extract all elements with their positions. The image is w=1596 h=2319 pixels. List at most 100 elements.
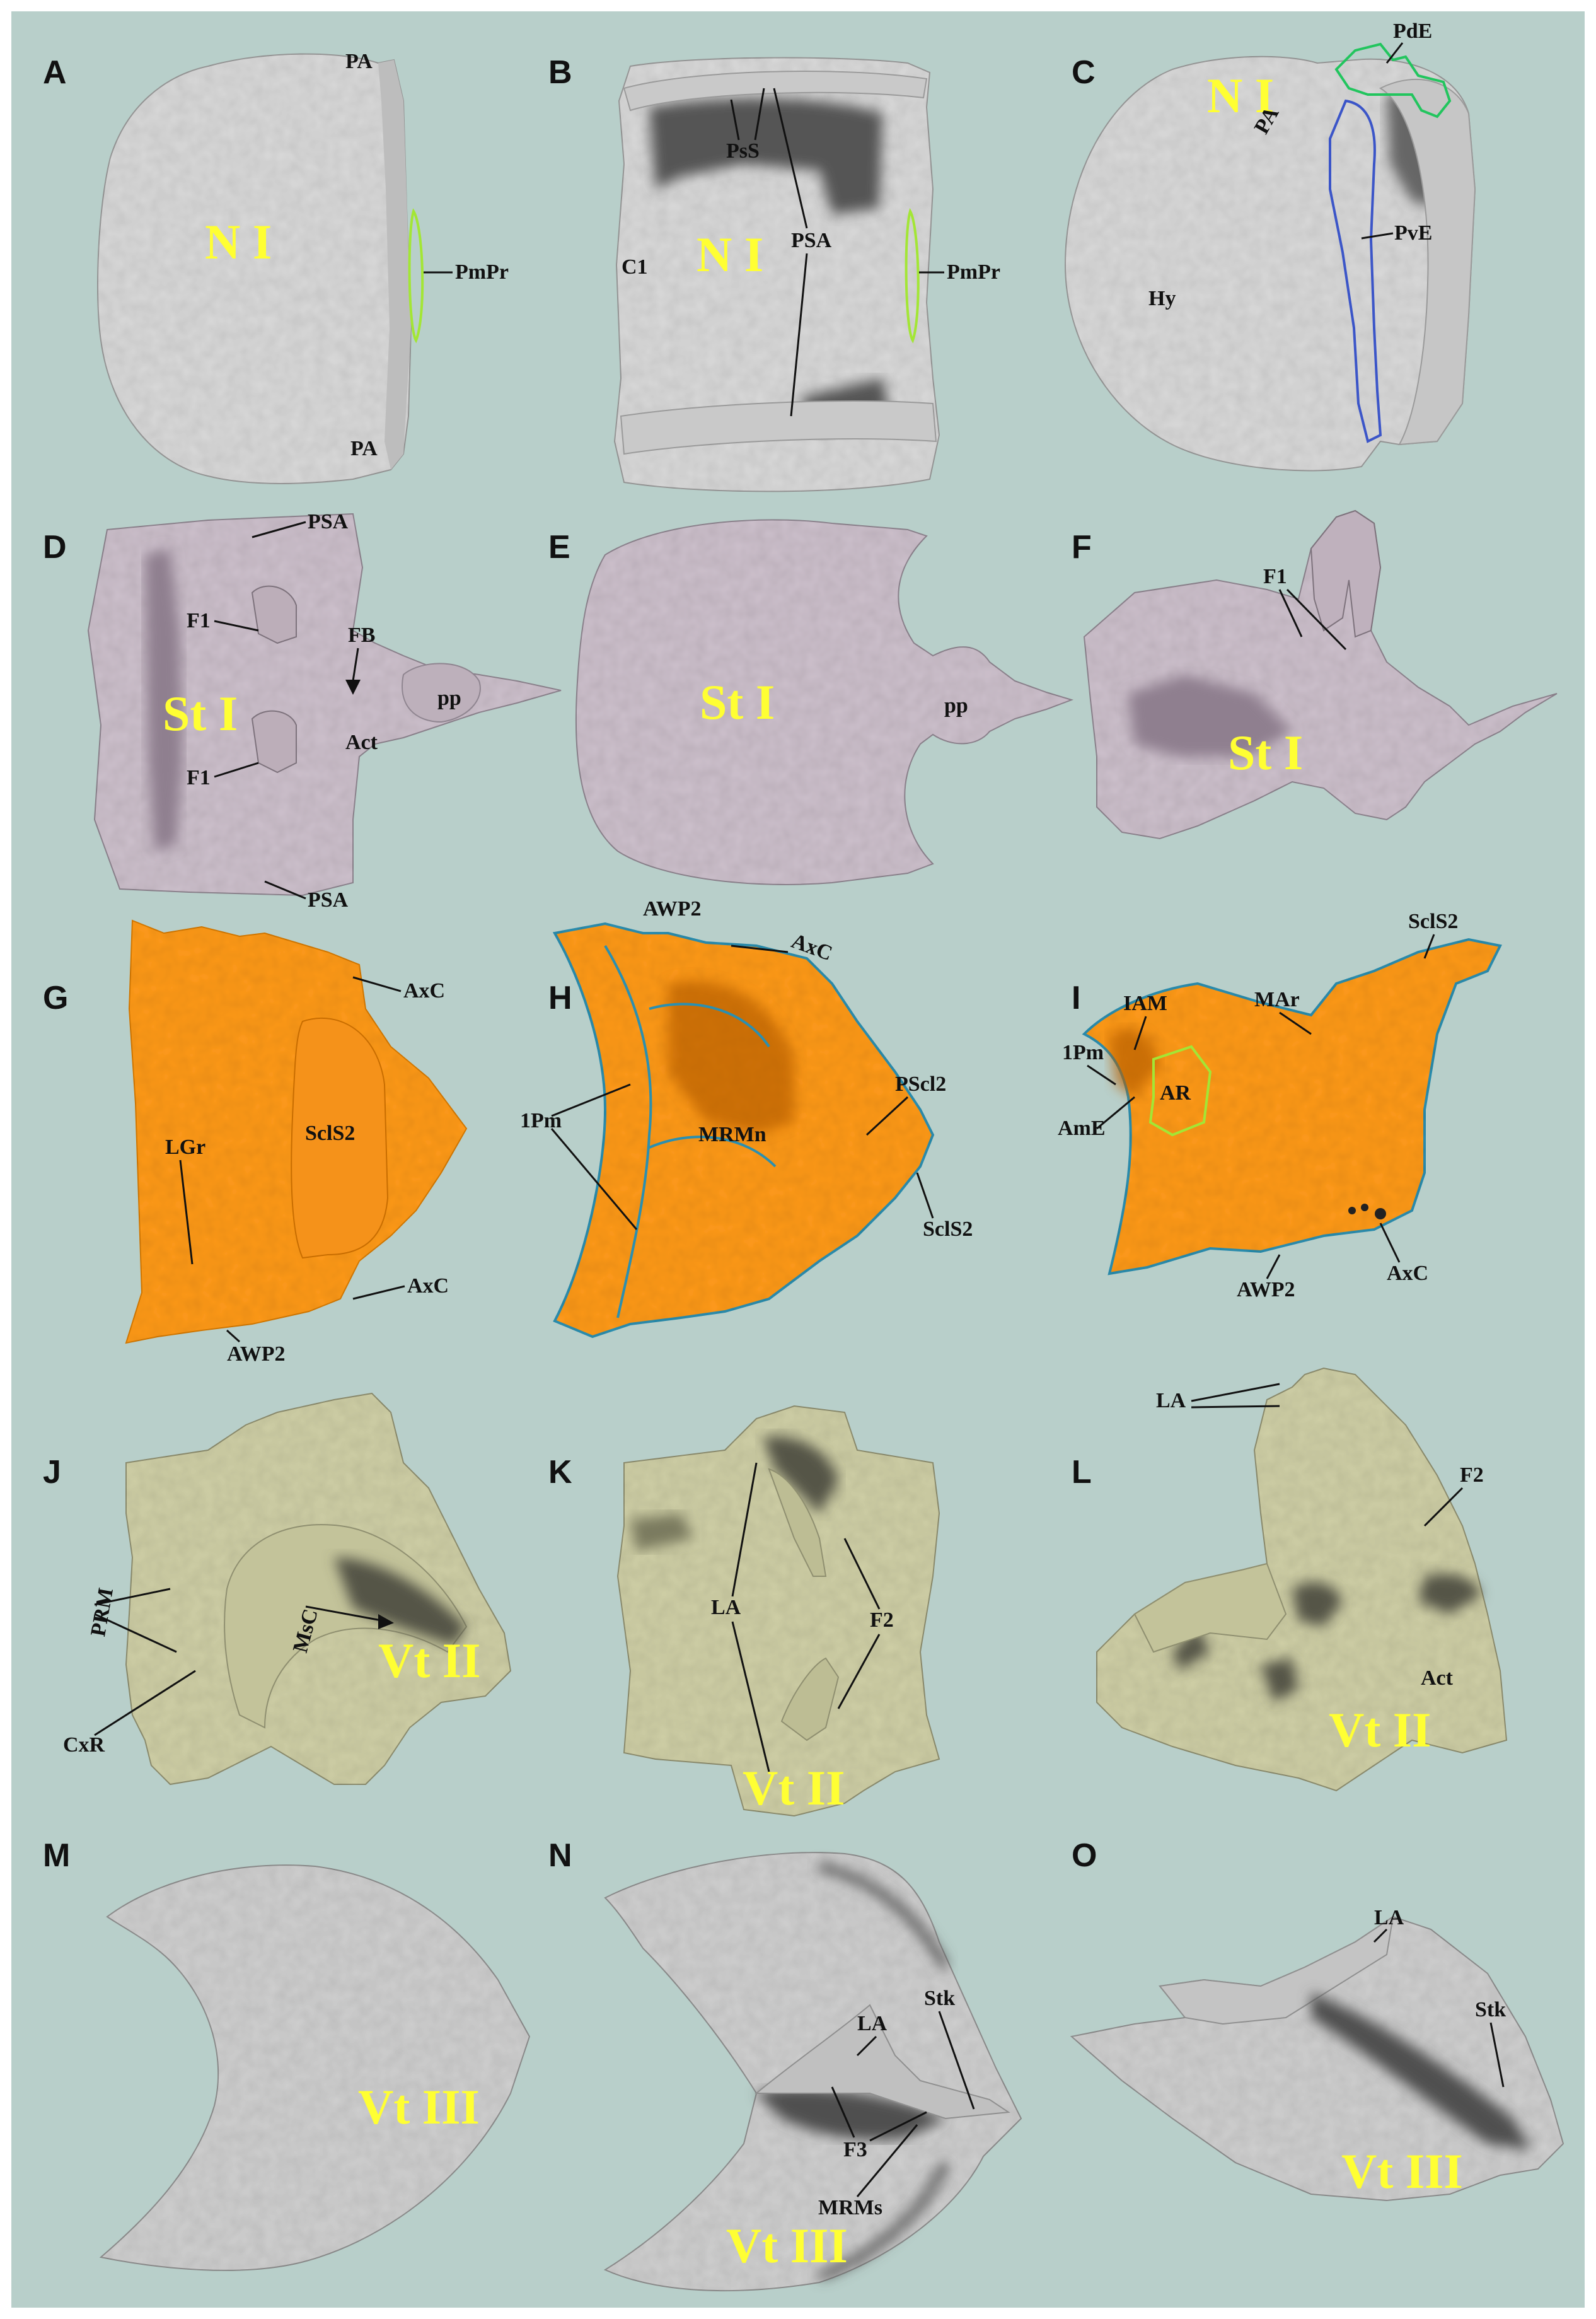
panel-k-lead-la-bottom: [731, 1621, 770, 1772]
panel-c-label-hy: Hy: [1148, 287, 1176, 310]
panel-f-lead-f1-1: [1278, 589, 1303, 637]
panel-h-lead-axc: [731, 944, 789, 953]
panel-n-lead-stk: [938, 2011, 975, 2110]
panel-n: N Vt III LA Stk F3 MRMs: [548, 1837, 1022, 2292]
panel-g-lead-awp2: [226, 1329, 241, 1343]
panel-d-f1-upper: [251, 585, 297, 644]
panel-b-label-c1: C1: [622, 255, 648, 279]
panel-o-dark-band: [1311, 1992, 1532, 2150]
panel-c-side-wall: [1379, 79, 1476, 446]
panel-d-label-pp: pp: [437, 687, 461, 710]
panel-l-label-la: LA: [1156, 1389, 1186, 1412]
panel-n-label-mrms: MRMs: [818, 2196, 882, 2219]
panel-h-lead-1pm-2: [550, 1128, 638, 1230]
panel-letter-f: F: [1072, 529, 1092, 566]
panel-h-label-awp2: AWP2: [643, 897, 702, 921]
panel-l-label-f2: F2: [1460, 1463, 1484, 1487]
panel-k-groove-center: [763, 1436, 838, 1513]
panel-g-label-scls2: SclS2: [305, 1122, 355, 1145]
panel-h-lead-pscl2: [865, 1096, 909, 1136]
panel-i-ar-outline: [1148, 1045, 1212, 1137]
panel-c-label-pde: PdE: [1393, 20, 1432, 43]
panel-j-inner-ring: [224, 1524, 468, 1729]
panel-d-inner-groove: [145, 549, 183, 851]
panel-a-big-label: N I: [205, 214, 272, 269]
panel-a-rim: [378, 60, 411, 470]
panel-g-scls2-plate: [291, 1018, 389, 1259]
panel-c-lead-pve: [1361, 232, 1394, 240]
panel-j-msc-cavity: [334, 1557, 466, 1646]
panel-i-axc-pit-2: [1361, 1204, 1368, 1211]
panel-b-lead-pss-1: [730, 99, 740, 141]
panel-m: M Vt III: [43, 1837, 531, 2271]
panel-b-lead-psa-top: [773, 88, 808, 229]
panel-k-lead-f2-top: [843, 1538, 881, 1610]
panel-h-pm-border: [604, 944, 652, 1318]
panel-i-lead-scls2: [1423, 934, 1435, 959]
panel-c-lead-pde: [1385, 42, 1404, 64]
panel-l-big-label: Vt II: [1329, 1702, 1431, 1757]
panel-h: H AWP2 AxC PScl2 1Pm MRMn SclS2: [520, 897, 973, 1339]
panel-o-label-stk: Stk: [1475, 1998, 1506, 2021]
panel-k-label-f2: F2: [870, 1608, 894, 1632]
panel-b-lead-pss-2: [754, 88, 765, 141]
panel-d-lead-f1-lower: [214, 762, 259, 778]
panel-j-label-cxr: CxR: [63, 1733, 105, 1757]
panel-h-label-scls2: SclS2: [923, 1218, 973, 1241]
panel-f-big-label: St I: [1228, 725, 1303, 780]
panel-o: O Vt III LA Stk: [1070, 1837, 1564, 2202]
panel-n-big-label: Vt III: [726, 2218, 848, 2273]
panel-i-label-awp2: AWP2: [1237, 1278, 1295, 1301]
panel-g-label-lgr: LGr: [165, 1136, 205, 1159]
panel-i-axc-pit-1: [1348, 1207, 1356, 1214]
panel-b-label-psa: PSA: [791, 229, 832, 252]
panel-n-lead-la: [856, 2035, 877, 2057]
panel-i-label-mar: MAr: [1254, 988, 1300, 1011]
panel-d-specimen: [87, 513, 562, 897]
panel-k-lead-la-top: [731, 1462, 758, 1597]
panel-letter-a: A: [43, 54, 67, 91]
panel-h-lead-scls2: [916, 1172, 934, 1219]
panel-letter-h: H: [548, 980, 572, 1016]
panel-o-big-label: Vt III: [1341, 2144, 1463, 2199]
panel-n-label-la: LA: [857, 2012, 888, 2035]
panel-g-label-axc-top: AxC: [403, 979, 445, 1003]
panel-o-label-la: LA: [1374, 1906, 1404, 1929]
panel-a-label-pa-bottom: PA: [350, 437, 378, 460]
panel-d-label-act: Act: [345, 731, 378, 754]
panel-k-label-la: LA: [711, 1596, 741, 1619]
panel-letter-l: L: [1072, 1454, 1092, 1491]
panel-a-pmpr-outline: [408, 208, 424, 344]
panel-n-la-ridge: [755, 2004, 1010, 2120]
panel-h-lead-1pm-1: [551, 1083, 631, 1117]
panel-d-arrow-fb: [345, 680, 361, 695]
panel-b: B N I PsS PSA C1 PmPr: [548, 54, 1000, 492]
panel-o-lead-stk: [1489, 2022, 1505, 2088]
panel-h-label-1pm: 1Pm: [520, 1109, 562, 1132]
panel-d-lead-psa-bottom: [264, 880, 306, 900]
panel-n-label-f3: F3: [843, 2138, 867, 2161]
panel-h-inner-cavity: [668, 980, 794, 1135]
panel-d: D St I PSA F1 FB pp Act F1 PSA: [43, 510, 562, 912]
panel-i-lead-iam: [1133, 1016, 1147, 1050]
panel-i-label-1pm: 1Pm: [1062, 1041, 1104, 1064]
panel-o-wing: [1159, 1915, 1394, 2025]
panel-i-lead-mar: [1279, 1011, 1312, 1035]
panel-j-lead-prm-2: [94, 1613, 177, 1653]
panel-j-lead-msc: [305, 1605, 382, 1622]
panel-b-label-pmpr: PmPr: [947, 260, 1000, 284]
panel-letter-d: D: [43, 529, 67, 566]
panel-b-bottom-lip: [620, 400, 937, 455]
panel-letter-k: K: [548, 1454, 572, 1491]
panel-d-lead-fb: [352, 648, 359, 682]
panel-i-lead-awp2: [1266, 1254, 1281, 1279]
panel-k-f2-lower: [780, 1657, 840, 1741]
panel-d-label-psa-top: PSA: [308, 510, 349, 533]
panel-k-specimen: [616, 1405, 940, 1817]
panel-d-lead-f1-upper: [214, 620, 259, 632]
panel-c-big-label: N I: [1207, 68, 1274, 123]
panel-n-lead-f3-1: [831, 2086, 855, 2138]
panel-g-label-awp2: AWP2: [227, 1342, 286, 1366]
panel-l-lead-la-1: [1191, 1383, 1280, 1402]
panel-letter-o: O: [1072, 1837, 1097, 1874]
